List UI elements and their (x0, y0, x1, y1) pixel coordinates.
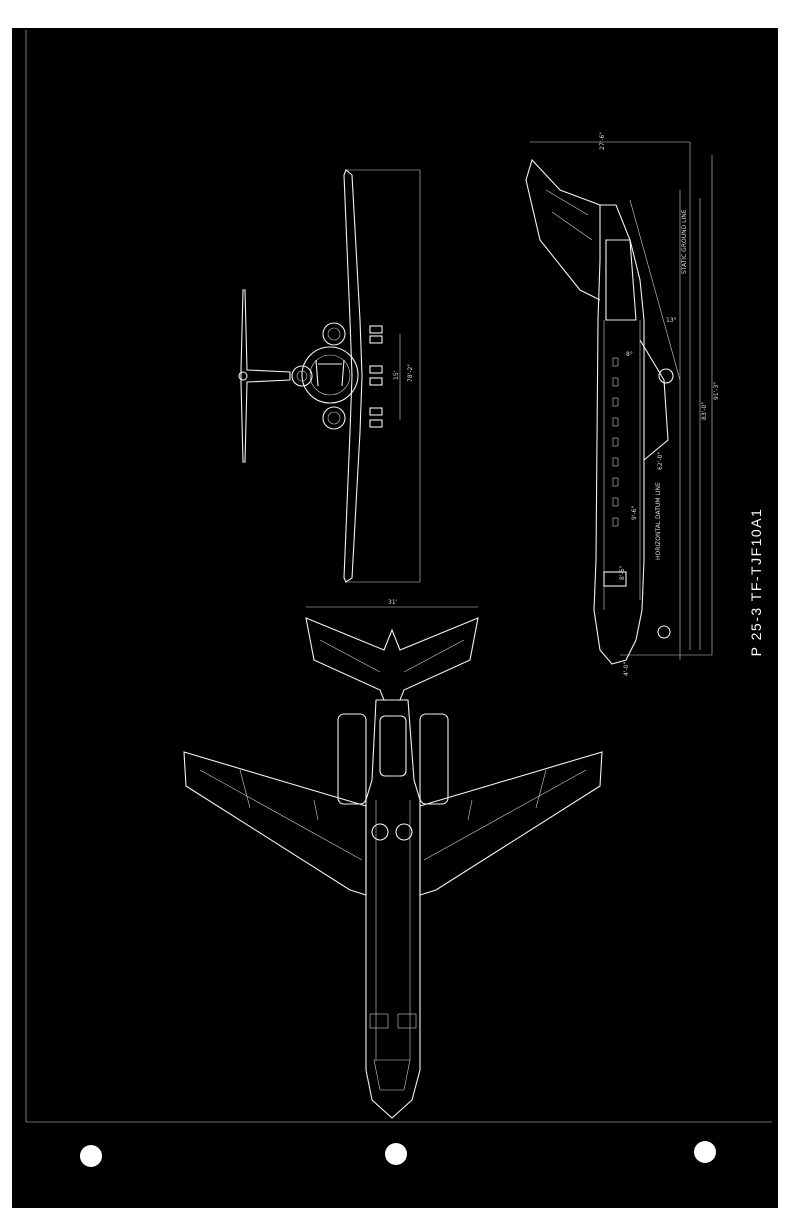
blueprint-sheet (12, 28, 778, 1208)
side-view: 27'-6" STATIC GROUND LINE 83'-0" 91'-3" … (525, 132, 720, 676)
length-label-1: 83'-0" (701, 402, 708, 420)
span-label: 78'-2" (407, 364, 414, 382)
static-ground-line-label: STATIC GROUND LINE (681, 209, 688, 274)
binder-hole-left (80, 1145, 102, 1167)
fuselage-length-label: 62'-0" (657, 452, 664, 470)
cabin-windows (612, 357, 619, 527)
plan-view: 31' (183, 599, 603, 1119)
cabin-height-label: 9'-6" (631, 506, 638, 520)
front-view: 15' 78'-2" (238, 169, 421, 583)
tailplane-span-label: 31' (388, 599, 398, 606)
binder-hole-center (385, 1143, 407, 1165)
angle-b-label: 8° (626, 351, 633, 358)
datum-line-label: HORIZONTAL DATUM LINE (655, 482, 662, 560)
fuselage-section-label: 8'-5" (619, 566, 626, 580)
gear-track-label: 15' (393, 370, 400, 380)
length-label-2: 91'-3" (713, 382, 720, 400)
binder-hole-right (694, 1141, 716, 1163)
tail-height-label: 27'-6" (599, 132, 606, 150)
drawing-id-label: P 25-3 TF-TJF10A1 (748, 507, 764, 657)
angle-a-label: 13° (666, 317, 677, 324)
ground-clearance-label: 4'-0" (623, 662, 630, 676)
